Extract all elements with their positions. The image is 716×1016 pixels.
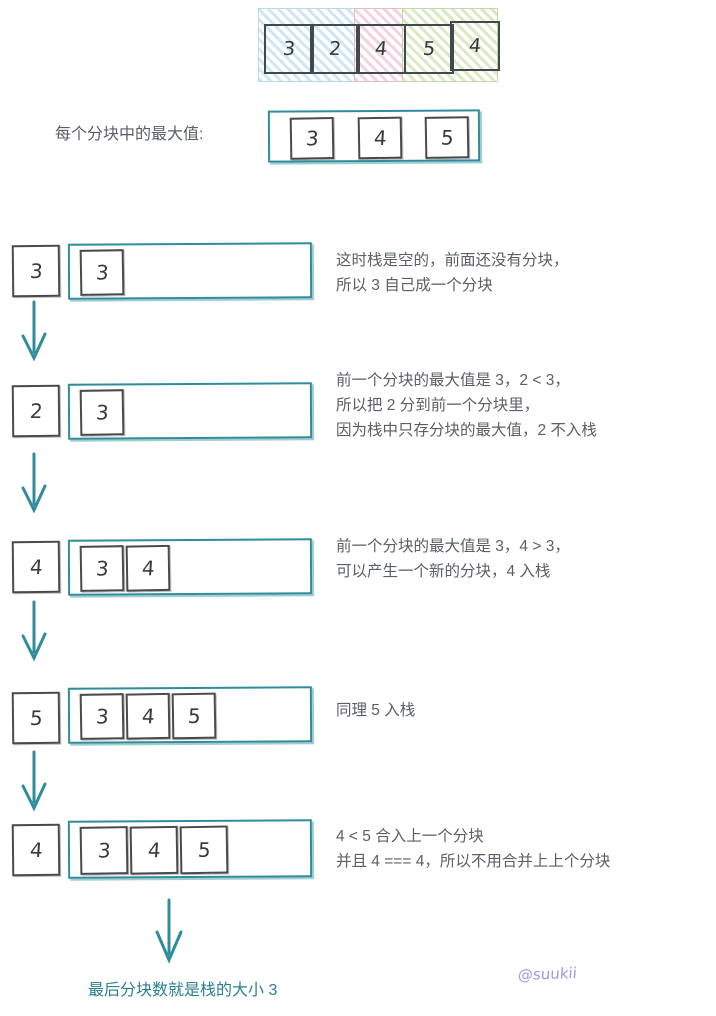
step-note: 前一个分块的最大值是 3，2 < 3， 所以把 2 分到前一个分块里， 因为栈中… [336, 368, 597, 443]
step-input-box: 2 [11, 384, 61, 438]
step-note-line: 前一个分块的最大值是 3，2 < 3， [336, 372, 570, 389]
step-stack: 3 4 [67, 538, 313, 596]
stack-cell: 5 [171, 692, 217, 740]
step-note-line: 可以产生一个新的分块，4 入栈 [336, 563, 551, 580]
stack-cell-value: 4 [372, 125, 388, 150]
down-arrow-icon [21, 600, 47, 662]
step-note-line: 4 < 5 合入上一个分块 [336, 828, 484, 845]
step-stack: 3 [67, 382, 313, 440]
watermark: @suukii [517, 963, 578, 985]
stack-cell: 4 [357, 116, 403, 160]
step-note: 4 < 5 合入上一个分块 并且 4 === 4，所以不用合并上上个分块 [336, 824, 610, 874]
step-note-line: 同理 5 入栈 [336, 702, 416, 719]
down-arrow-icon [155, 898, 183, 964]
stack-cell-value: 5 [186, 703, 202, 728]
step-input-value: 4 [28, 554, 44, 580]
step-input-box: 4 [11, 540, 61, 594]
array-cell: 4 [356, 24, 406, 74]
down-arrow-icon [21, 750, 47, 812]
array-segment-pink [354, 8, 404, 82]
step-stack: 3 [67, 242, 313, 300]
step-input-box: 5 [11, 691, 61, 745]
step-note-line: 前一个分块的最大值是 3，4 > 3， [336, 538, 570, 555]
array-cell: 5 [404, 24, 454, 74]
stack-cell-value: 3 [96, 838, 112, 863]
step-note-line: 并且 4 === 4，所以不用合并上上个分块 [336, 853, 611, 870]
down-arrow-icon [21, 452, 47, 514]
array-cell-value: 5 [421, 37, 437, 61]
step-stack: 3 4 5 [67, 819, 313, 879]
step-input-box: 3 [11, 244, 61, 298]
stack-cell-value: 5 [196, 837, 212, 862]
step-note: 这时栈是空的，前面还没有分块， 所以 3 自己成一个分块 [336, 248, 569, 298]
step-input-value: 5 [28, 705, 44, 731]
stack-cell: 4 [125, 544, 171, 592]
array-cell-value: 2 [327, 37, 343, 61]
array-cell: 4 [450, 21, 500, 71]
stack-cell-value: 5 [439, 125, 455, 150]
final-result-text: 最后分块数就是栈的大小 3 [88, 982, 278, 999]
stack-cell: 5 [424, 116, 470, 159]
array-cell-value: 3 [281, 37, 297, 61]
input-array: 3 2 4 5 4 [258, 8, 500, 86]
stack-cell-value: 4 [140, 704, 156, 729]
stack-cell-value: 3 [94, 260, 110, 285]
stack-cell: 3 [79, 545, 125, 592]
stack-cell: 3 [79, 826, 129, 875]
array-cell: 2 [310, 24, 360, 74]
stack-cell-value: 3 [94, 556, 110, 581]
array-cell-value: 4 [373, 37, 389, 61]
step-note: 同理 5 入栈 [336, 698, 415, 723]
step-stack: 3 4 5 [67, 686, 313, 744]
max-values-label: 每个分块中的最大值: [55, 126, 204, 143]
stack-cell-value: 4 [140, 556, 156, 581]
stack-cell: 3 [79, 249, 125, 296]
stack-cell: 3 [289, 117, 335, 160]
step-input-value: 2 [28, 398, 44, 424]
step-input-box: 4 [11, 823, 61, 877]
stack-cell: 4 [125, 692, 171, 740]
stack-cell-value: 3 [94, 704, 110, 729]
stack-cell: 3 [79, 389, 125, 436]
array-cell-value: 4 [467, 34, 483, 58]
stack-cell-value: 3 [304, 126, 320, 151]
step-note-line: 所以 3 自己成一个分块 [336, 277, 493, 294]
step-note: 前一个分块的最大值是 3，4 > 3， 可以产生一个新的分块，4 入栈 [336, 534, 570, 584]
max-values-stack: 3 4 5 [267, 109, 481, 163]
array-segment-blue [258, 8, 356, 82]
stack-cell-value: 3 [94, 400, 110, 425]
stack-cell: 4 [129, 825, 179, 875]
step-input-value: 3 [28, 258, 44, 284]
step-note-line: 这时栈是空的，前面还没有分块， [336, 252, 569, 269]
array-cell: 3 [264, 24, 314, 74]
step-input-value: 4 [28, 837, 44, 863]
stack-cell-value: 4 [146, 838, 162, 863]
step-note-line: 所以把 2 分到前一个分块里， [336, 397, 540, 414]
step-note-line: 因为栈中只存分块的最大值，2 不入栈 [336, 422, 597, 439]
stack-cell: 5 [179, 825, 229, 875]
down-arrow-icon [21, 300, 47, 362]
stack-cell: 3 [79, 693, 125, 740]
